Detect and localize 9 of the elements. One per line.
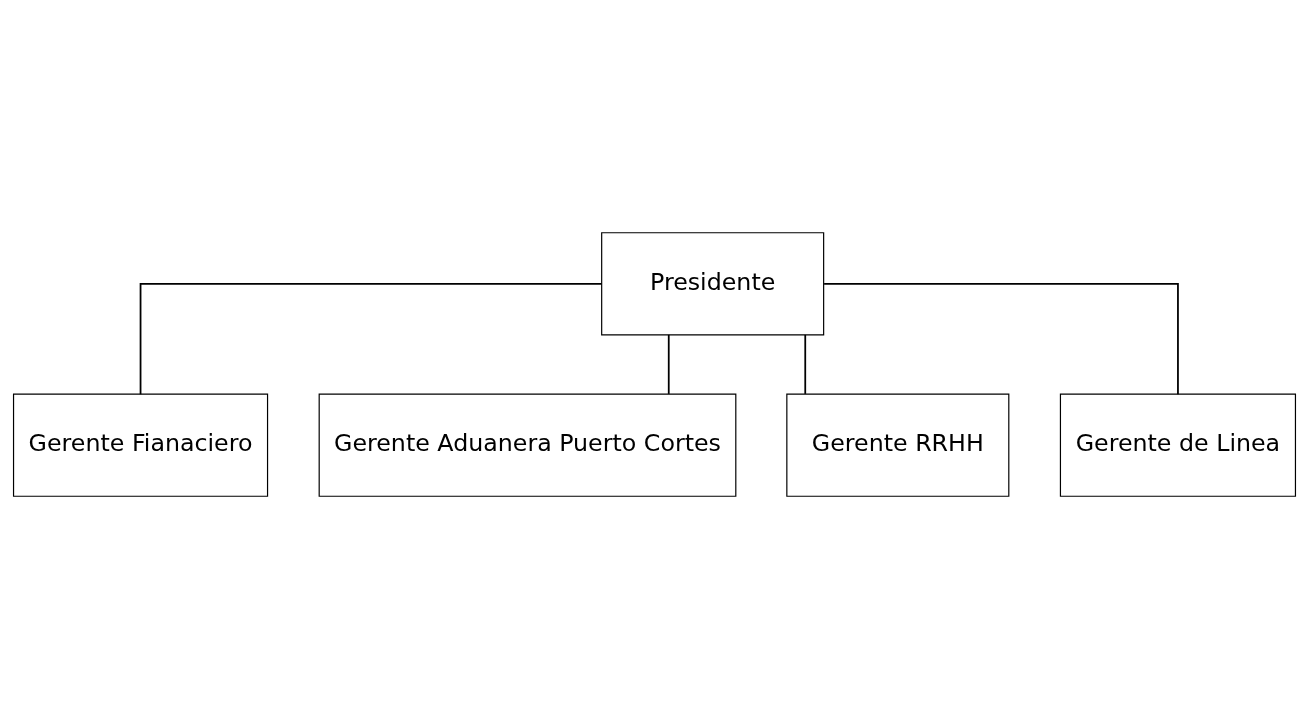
- node-box: Gerente Aduanera Puerto Cortes: [318, 393, 737, 497]
- connector: [823, 282, 1179, 395]
- node-box: Gerente de Linea: [1059, 393, 1297, 497]
- connector: [667, 333, 670, 395]
- node-box: Presidente: [601, 231, 825, 335]
- node-box: Gerente RRHH: [786, 393, 1010, 497]
- connector: [139, 282, 603, 395]
- node-box: Gerente Fianaciero: [12, 393, 269, 497]
- connector: [804, 333, 807, 395]
